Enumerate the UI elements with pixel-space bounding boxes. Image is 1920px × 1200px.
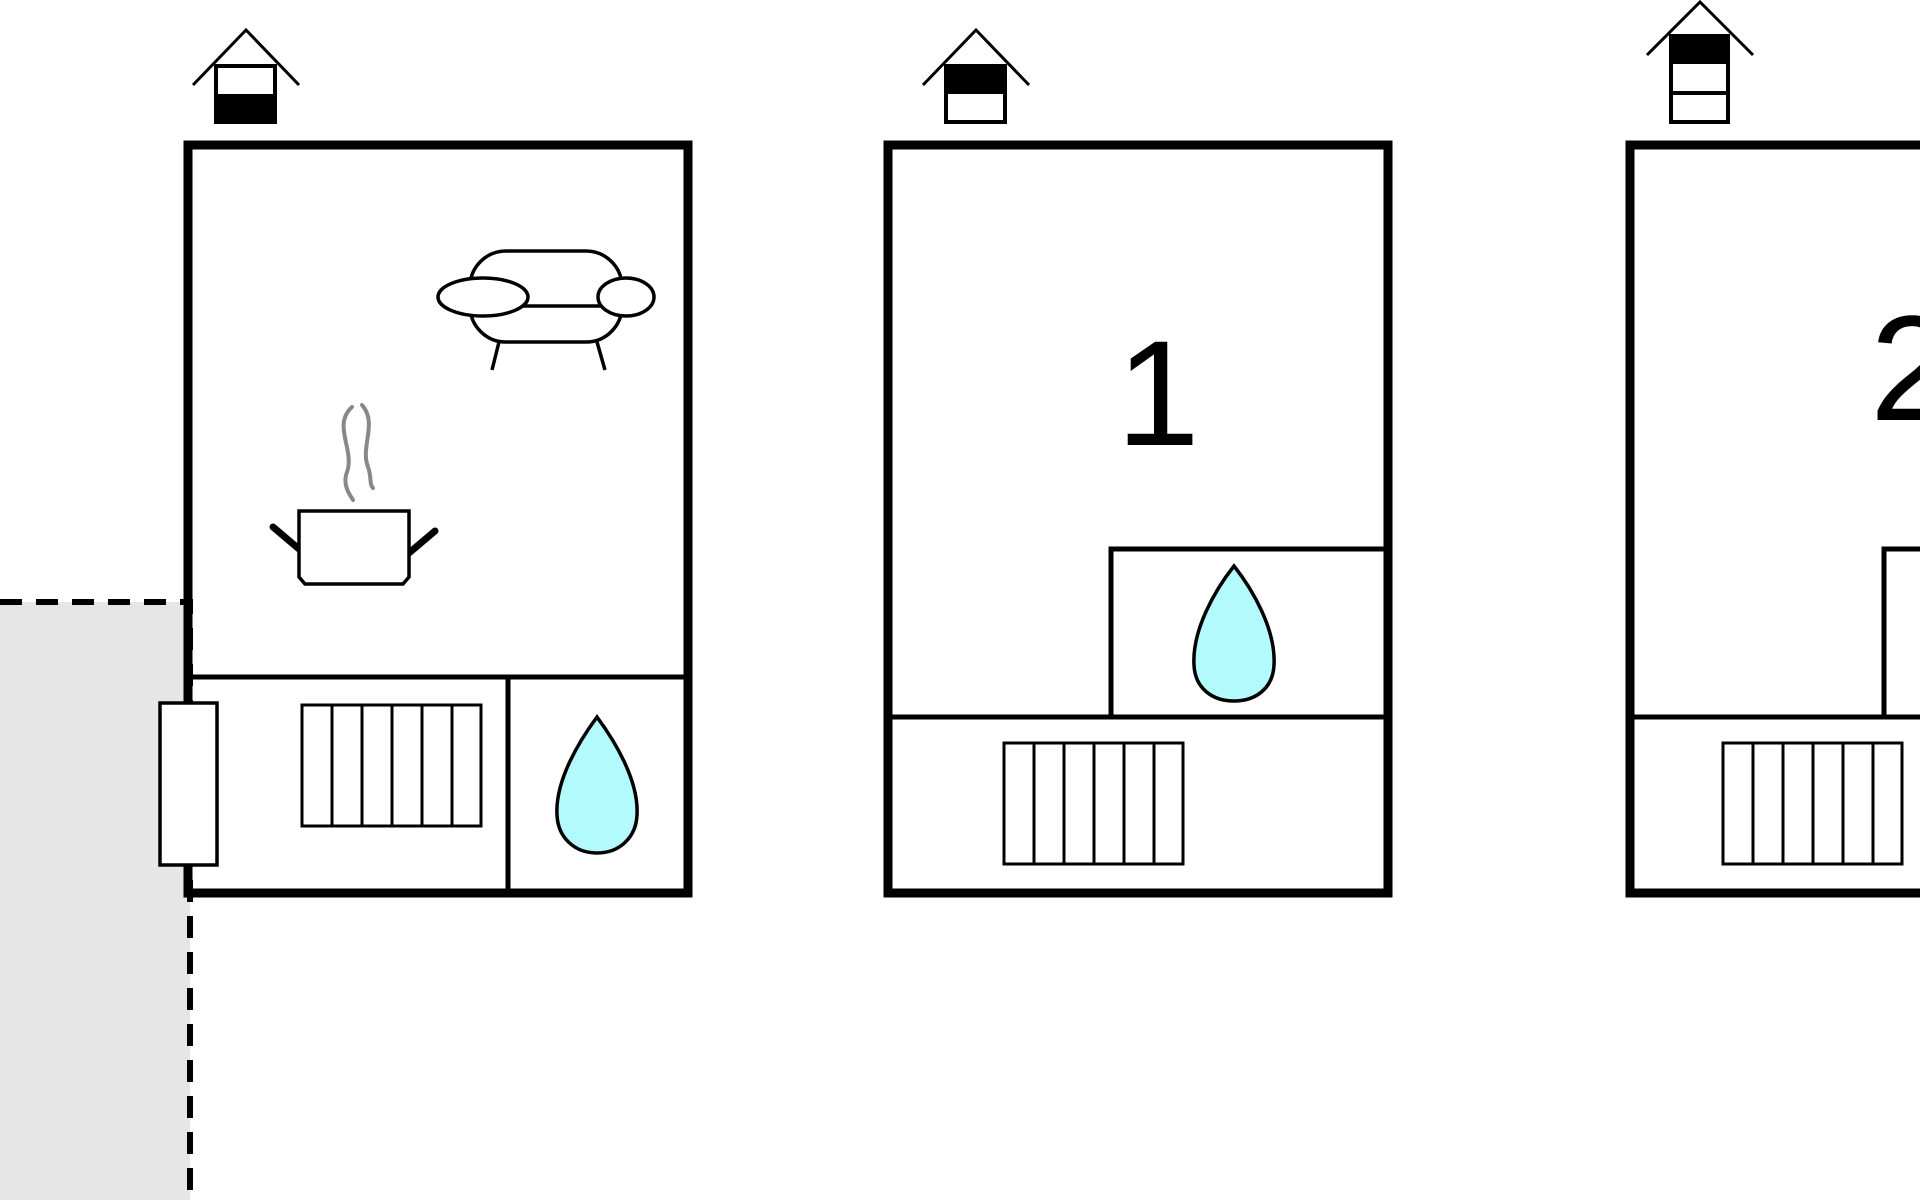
second-floor-icon	[1645, 0, 1755, 124]
door-icon	[158, 701, 219, 867]
floor-first: 1	[883, 27, 1393, 898]
radiator-icon	[1002, 741, 1185, 866]
ground-floor-outline	[183, 140, 693, 898]
floor-ground	[158, 27, 693, 898]
floor-number-label: 1	[1116, 309, 1199, 477]
radiator-icon	[1721, 741, 1904, 866]
second-floor-outline	[1625, 140, 1920, 898]
radiator-icon	[300, 703, 483, 828]
first-floor-icon	[921, 27, 1031, 124]
floor-number-label: 2	[1870, 284, 1920, 452]
terrace-area	[0, 599, 193, 1200]
first-floor-outline	[883, 140, 1393, 898]
water-drop-icon	[1192, 563, 1276, 703]
ground-floor-icon	[191, 27, 301, 124]
water-drop-icon	[555, 714, 639, 855]
sofa-icon	[436, 249, 656, 371]
cooking-pot-icon	[269, 403, 439, 586]
floor-second: 2	[1625, 0, 1920, 898]
